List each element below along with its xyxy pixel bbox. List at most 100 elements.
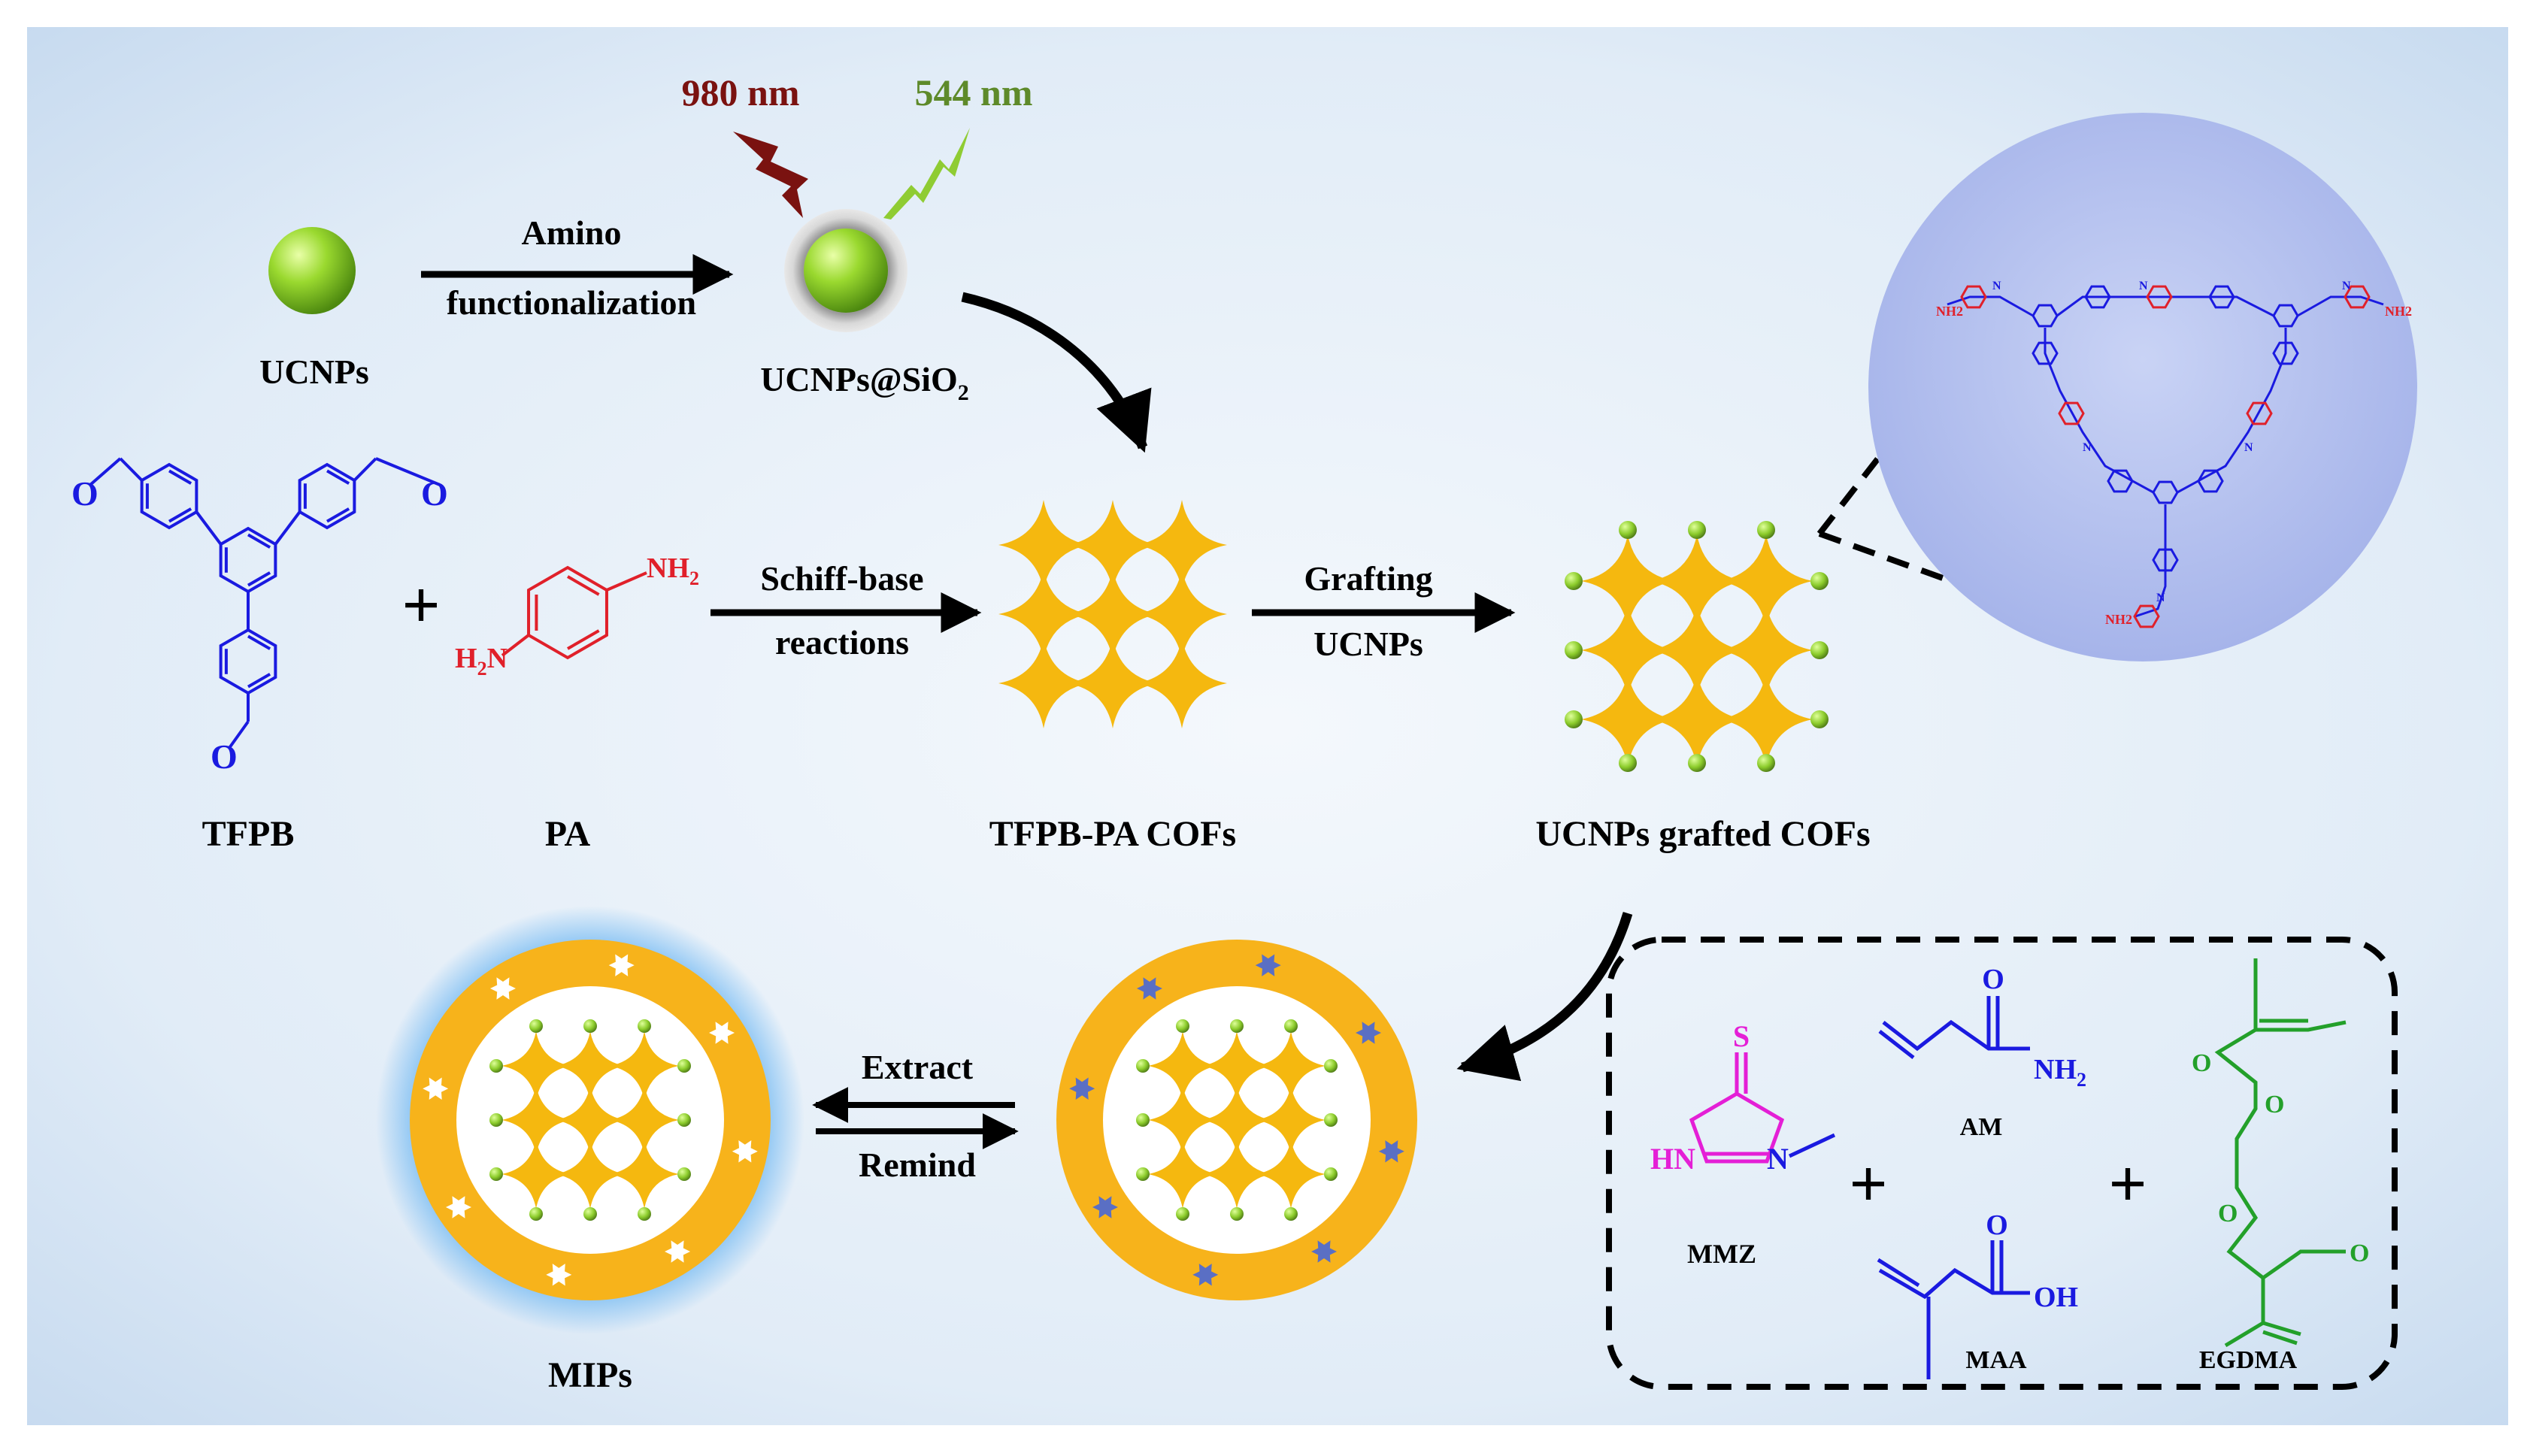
grafted-ucnp-dot: [1619, 521, 1637, 539]
core-ucnp-dot: [677, 1167, 691, 1181]
ring: [2133, 604, 2160, 628]
imprinted-cavity: [709, 1022, 735, 1044]
core-ucnp-dot: [1176, 1207, 1189, 1221]
core-cof-node: [556, 1085, 625, 1155]
tfpb-aryl-ring-double-bond: [326, 469, 350, 485]
tfpb-aldehyde-o: O: [71, 474, 98, 513]
grafted-ucnp-dot: [1619, 754, 1637, 772]
schiff-label-line1: Schiff-base: [760, 559, 923, 598]
core-ucnp-dot: [1230, 1207, 1244, 1221]
plus-sign-2: +: [1849, 1147, 1887, 1221]
remind-label: Remind: [859, 1146, 976, 1184]
template-molecules: [1069, 954, 1404, 1286]
template-molecule: [1092, 1196, 1118, 1218]
grafted-ucnp-dot: [1565, 572, 1583, 590]
tfpb-aryl-ring-double-bond: [247, 634, 271, 650]
core-ucnp-dot: [489, 1059, 503, 1073]
cof-node: [1719, 673, 1813, 766]
ring: [2058, 401, 2085, 425]
linker-ring: [2058, 401, 2085, 425]
plus-sign-1: +: [401, 568, 440, 643]
egdma-o-3: O: [2218, 1200, 2238, 1227]
cof-node: [1137, 569, 1227, 659]
ring: [2246, 401, 2273, 425]
pa-label: PA: [545, 814, 591, 854]
linker-ring: [2152, 548, 2179, 572]
grafted-label: UCNPs grafted COFs: [1535, 814, 1870, 854]
tfpb-aryl-ring-double-bond: [326, 507, 350, 523]
ucnps-sio2-label: UCNPs@SiO2: [760, 360, 969, 405]
cof-node: [1068, 500, 1158, 590]
plus-sign-3: +: [2108, 1147, 2147, 1221]
cof-node: [1581, 673, 1674, 766]
linker-ring: [2032, 341, 2059, 365]
maa-oh-group: OH: [2034, 1282, 2078, 1313]
tfpb-aldehyde-o: O: [421, 474, 448, 513]
grafted-ucnp-dot: [1688, 521, 1706, 539]
core-cof-node: [1202, 1140, 1271, 1209]
tfpb-label: TFPB: [202, 814, 295, 854]
amino-label-line2: functionalization: [447, 283, 696, 322]
core-ucnp-dot: [1136, 1059, 1150, 1073]
amino-label-line1: Amino: [522, 213, 622, 252]
core-ucnp-dot: [1230, 1019, 1244, 1033]
grafting-label-line1: Grafting: [1304, 559, 1432, 598]
grafted-ucnp-dot: [1810, 572, 1829, 590]
linker-ring: [2146, 285, 2173, 309]
mip-cof-core: [489, 1019, 691, 1221]
core-ucnp-dot: [1176, 1019, 1189, 1033]
template-molecule: [1356, 1022, 1382, 1044]
cof-node: [1581, 604, 1674, 697]
ucnp-nanoparticle: [268, 227, 356, 314]
am-o-atom: O: [1982, 964, 2004, 995]
imprinted-cavity: [489, 977, 516, 1000]
grafted-ucnp-dot: [1565, 710, 1583, 728]
zoom-imine-n: N: [2139, 280, 2148, 292]
maa-o-atom: O: [1986, 1209, 2008, 1241]
ring: [2084, 285, 2111, 309]
cof-node: [1650, 604, 1744, 697]
ring: [2107, 469, 2134, 493]
ring: [1960, 285, 1987, 309]
linker-ring: [2344, 285, 2371, 309]
core-cof-node: [1256, 1031, 1326, 1100]
ring: [2197, 469, 2224, 493]
linker-bond: [2135, 504, 2167, 618]
grafted-ucnp-dot: [1810, 710, 1829, 728]
pa-nh2-group: NH2: [647, 552, 699, 589]
core-cof-node: [501, 1031, 571, 1100]
pa-ring-double-bond: [566, 575, 600, 596]
template-molecule: [1311, 1240, 1338, 1263]
core-ucnp-dot: [1324, 1059, 1338, 1073]
tfpb-aryl-ring-double-bond: [247, 673, 271, 689]
core-cof-node: [1148, 1140, 1217, 1209]
cof-node: [998, 500, 1089, 590]
tfpb-molecule: [89, 457, 441, 749]
imprinted-cavity: [732, 1140, 758, 1163]
core-cof-node: [1256, 1140, 1326, 1209]
core-cof-node: [610, 1140, 679, 1209]
mmz-n-atom: N: [1767, 1142, 1789, 1176]
core-ucnp-dot: [583, 1207, 597, 1221]
core-cof-node: [556, 1031, 625, 1100]
ring: [2146, 285, 2173, 309]
zoom-circle: [1868, 113, 2417, 661]
linker-ring: [2197, 469, 2224, 493]
core-ucnp-dot: [677, 1059, 691, 1073]
maa-label: MAA: [1965, 1346, 2027, 1374]
core-cof-node: [556, 1140, 625, 1209]
cof-node: [1719, 604, 1813, 697]
grafted-ucnp-dot: [1757, 521, 1775, 539]
core-cof-node: [1202, 1031, 1271, 1100]
ring: [2032, 341, 2059, 365]
tfpb-core-ring-double-bond: [247, 533, 271, 549]
zoom-imine-n: N: [2342, 280, 2351, 292]
emission-laser-icon: [883, 128, 970, 219]
grafting-label-line2: UCNPs: [1313, 625, 1423, 663]
template-molecule: [1136, 977, 1162, 1000]
tfpb-bond: [274, 510, 301, 546]
monomer-box: [1606, 937, 2398, 1390]
template-molecule: [1378, 1140, 1404, 1163]
ring: [2152, 548, 2179, 572]
